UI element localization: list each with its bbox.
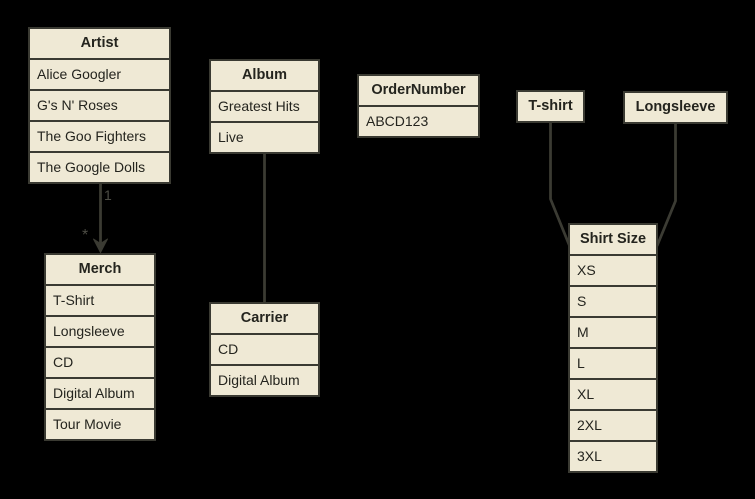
entity-carrier-row: CD xyxy=(211,335,318,364)
entity-album: Album Greatest Hits Live xyxy=(209,59,320,154)
entity-shirtsize-row: XL xyxy=(570,380,656,409)
entity-ordernumber: OrderNumber ABCD123 xyxy=(357,74,480,138)
entity-shirtsize-title: Shirt Size xyxy=(570,225,656,254)
edge-longsleeve-shirtsize xyxy=(655,121,677,247)
entity-merch-title: Merch xyxy=(46,255,154,284)
entity-merch: Merch T-Shirt Longsleeve CD Digital Albu… xyxy=(44,253,156,441)
entity-merch-row: T-Shirt xyxy=(46,286,154,315)
entity-shirtsize-row: L xyxy=(570,349,656,378)
entity-carrier-title: Carrier xyxy=(211,304,318,333)
entity-artist-title: Artist xyxy=(30,29,169,58)
entity-artist-row: G's N' Roses xyxy=(30,91,169,120)
entity-album-row: Greatest Hits xyxy=(211,92,318,121)
edge-tshirt-shirtsize xyxy=(549,121,572,248)
entity-artist-row: Alice Googler xyxy=(30,60,169,89)
entity-ordernumber-title: OrderNumber xyxy=(359,76,478,105)
entity-album-title: Album xyxy=(211,61,318,90)
entity-merch-row: CD xyxy=(46,348,154,377)
entity-album-row: Live xyxy=(211,123,318,152)
entity-shirtsize-row: 3XL xyxy=(570,442,656,471)
entity-longsleeve-title: Longsleeve xyxy=(625,93,726,122)
entity-shirtsize-row: S xyxy=(570,287,656,316)
entity-carrier-row: Digital Album xyxy=(211,366,318,395)
entity-ordernumber-row: ABCD123 xyxy=(359,107,478,136)
arrowhead-artist-merch-icon xyxy=(93,238,108,253)
entity-artist-row: The Goo Fighters xyxy=(30,122,169,151)
entity-longsleeve: Longsleeve xyxy=(623,91,728,124)
entity-merch-row: Digital Album xyxy=(46,379,154,408)
entity-merch-row: Longsleeve xyxy=(46,317,154,346)
entity-tshirt-title: T-shirt xyxy=(518,92,583,121)
entity-merch-row: Tour Movie xyxy=(46,410,154,439)
entity-artist: Artist Alice Googler G's N' Roses The Go… xyxy=(28,27,171,184)
entity-shirtsize: Shirt Size XS S M L XL 2XL 3XL xyxy=(568,223,658,473)
edge-label-multiplicity-many: * xyxy=(82,227,89,244)
entity-shirtsize-row: M xyxy=(570,318,656,347)
entity-artist-row: The Google Dolls xyxy=(30,153,169,182)
entity-shirtsize-row: XS xyxy=(570,256,656,285)
entity-tshirt: T-shirt xyxy=(516,90,585,123)
edge-label-multiplicity-one: 1 xyxy=(104,187,112,203)
entity-shirtsize-row: 2XL xyxy=(570,411,656,440)
entity-carrier: Carrier CD Digital Album xyxy=(209,302,320,397)
